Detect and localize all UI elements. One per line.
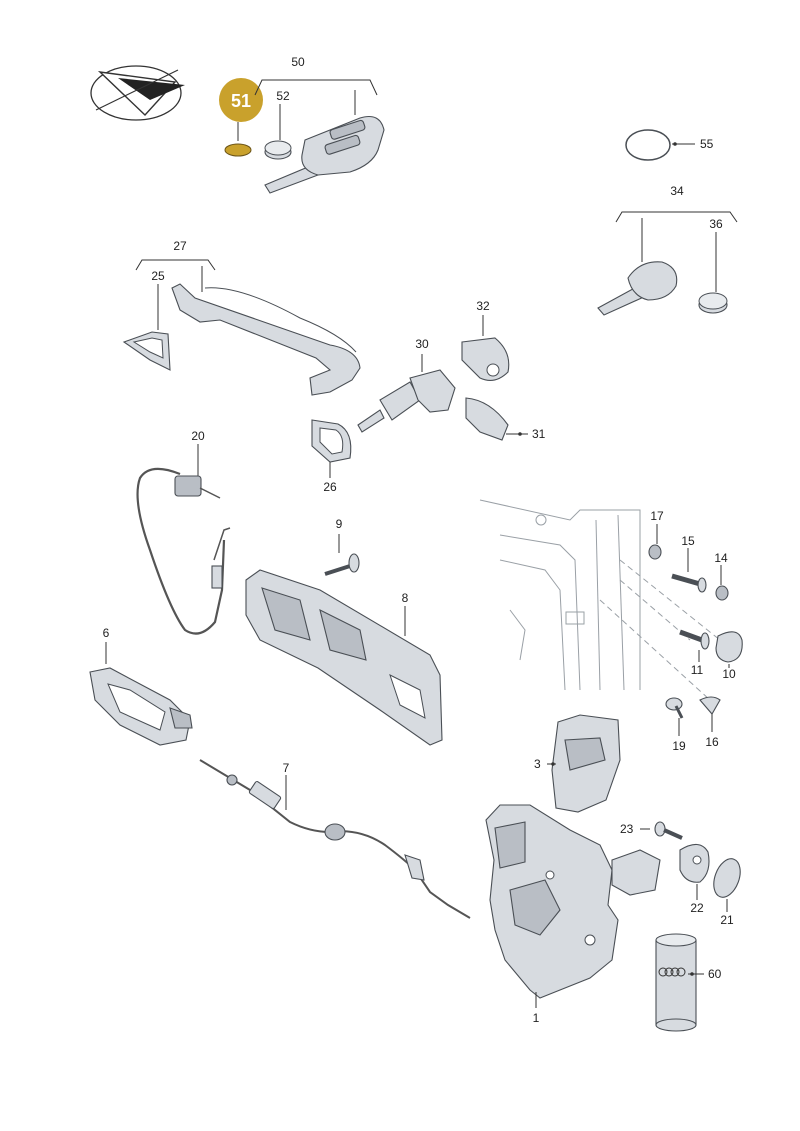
part-9-screw[interactable]	[324, 534, 360, 576]
part-34-key[interactable]	[597, 211, 738, 316]
door-frame-outline	[479, 499, 721, 701]
callout-9: 9	[336, 517, 343, 531]
callout-34: 34	[670, 184, 684, 198]
callout-19: 19	[672, 739, 686, 753]
callout-17: 17	[650, 509, 664, 523]
callout-26: 26	[323, 480, 337, 494]
callout-32: 32	[476, 299, 490, 313]
part-19-screw[interactable]	[665, 697, 684, 736]
part-32-bracket[interactable]	[461, 315, 510, 381]
part-25-gasket[interactable]	[122, 284, 171, 371]
part-10-cover[interactable]	[715, 631, 743, 668]
callout-14: 14	[714, 551, 728, 565]
part-7-cable[interactable]	[199, 759, 471, 919]
part-22-striker[interactable]	[679, 843, 710, 900]
part-31-cover[interactable]	[465, 397, 528, 441]
part-16-clip[interactable]	[699, 696, 721, 732]
part-27-outer-handle[interactable]	[135, 259, 361, 396]
brand-rings-icon	[658, 967, 686, 977]
part-11-bolt[interactable]	[679, 629, 710, 662]
part-30-lock-cylinder[interactable]	[357, 354, 456, 433]
part-3-bracket[interactable]	[547, 714, 621, 813]
part-51-icon	[224, 143, 252, 157]
callout-52: 52	[276, 89, 290, 103]
part-6-inner-handle[interactable]	[89, 642, 193, 746]
part-50-key[interactable]	[254, 79, 385, 194]
part-1-door-lock[interactable]	[485, 804, 661, 1008]
part-15-bolt[interactable]	[671, 548, 707, 593]
callout-15: 15	[681, 534, 695, 548]
callout-51: 51	[231, 91, 251, 111]
part-52-battery[interactable]	[264, 104, 292, 160]
callout-60: 60	[708, 967, 722, 981]
callout-11: 11	[691, 663, 704, 677]
callout-21: 21	[720, 913, 734, 927]
part-20-cable[interactable]	[136, 444, 231, 635]
callout-6: 6	[103, 626, 110, 640]
brand-logo-icon	[90, 65, 185, 121]
callout-22: 22	[690, 901, 704, 915]
part-17-plug[interactable]	[648, 524, 662, 560]
callout-7: 7	[283, 761, 290, 775]
callout-36: 36	[709, 217, 723, 231]
callout-25: 25	[151, 269, 165, 283]
callout-55: 55	[700, 137, 714, 151]
callout-50: 50	[291, 55, 305, 69]
callout-1: 1	[533, 1011, 540, 1025]
part-55-ring[interactable]	[625, 129, 695, 161]
callout-27: 27	[173, 239, 187, 253]
part-8-carrier[interactable]	[245, 569, 443, 746]
callout-16: 16	[705, 735, 719, 749]
callout-3: 3	[534, 757, 541, 771]
part-51-badge[interactable]: 51	[219, 78, 263, 157]
part-26-gasket[interactable]	[311, 419, 352, 478]
part-36-cap[interactable]	[698, 232, 728, 314]
part-14-cap[interactable]	[715, 565, 729, 601]
part-23-bolt[interactable]	[640, 821, 683, 840]
callout-31: 31	[532, 427, 546, 441]
callout-30: 30	[415, 337, 429, 351]
callout-20: 20	[191, 429, 205, 443]
part-21-plate[interactable]	[709, 855, 745, 912]
callout-23: 23	[620, 822, 634, 836]
callout-8: 8	[402, 591, 409, 605]
callout-10: 10	[722, 667, 736, 681]
part-60-grease-tube[interactable]	[655, 933, 704, 1032]
